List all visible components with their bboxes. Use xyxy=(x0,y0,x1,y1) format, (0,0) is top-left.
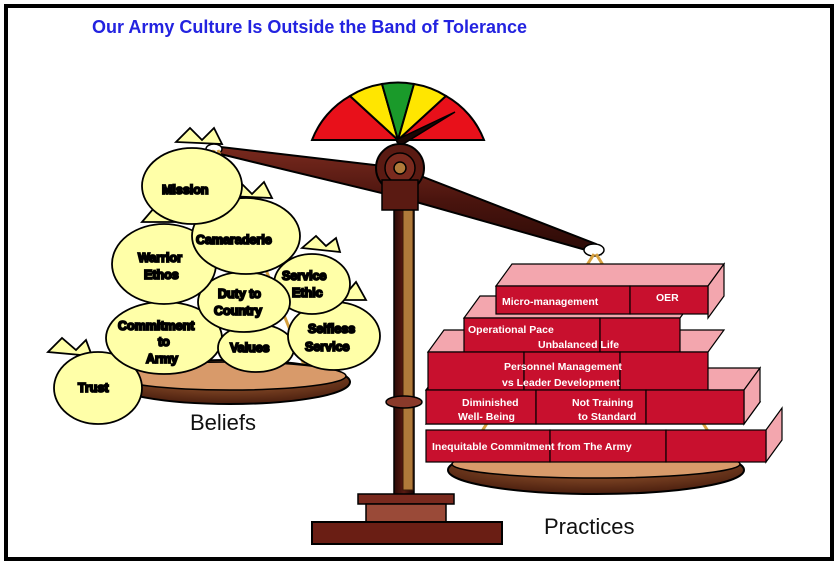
scale-beam xyxy=(205,143,605,257)
brick-inequitable-right xyxy=(665,429,767,463)
bag-service-ethic: Service Ethic xyxy=(273,234,351,315)
brick-label-personnel-2: vs Leader Development xyxy=(502,377,620,389)
bag-label-duty-1: Duty to xyxy=(218,287,261,301)
brick-label-diminished-2: Well- Being xyxy=(458,411,515,423)
bag-label-trust: Trust xyxy=(78,381,109,395)
scale-stand xyxy=(311,149,503,545)
brick-label-operational-pace: Operational Pace xyxy=(468,324,554,336)
brick-label-unbalanced-life: Unbalanced Life xyxy=(538,339,619,351)
brick-row4-right xyxy=(645,389,745,425)
bag-values: Values xyxy=(217,323,295,373)
brick-label-not-training-1: Not Training xyxy=(572,397,633,409)
brick-inequitable-left xyxy=(425,429,551,463)
bag-label-values: Values xyxy=(230,341,270,355)
brick-personnel-mid xyxy=(523,351,621,391)
belief-bags: Trust Commitment to Army Values Selfless… xyxy=(46,126,381,425)
brick-personnel-left xyxy=(427,351,525,391)
beliefs-label: Beliefs xyxy=(190,410,256,435)
brick-personnel-right xyxy=(619,351,709,391)
bag-warrior-ethos: Warrior Ethos xyxy=(111,204,217,305)
brick-label-not-training-2: to Standard xyxy=(578,411,636,423)
brick-label-micro-management: Micro-management xyxy=(502,296,599,308)
brick-diminished xyxy=(425,389,537,425)
brick-label-inequitable: Inequitable Commitment from The Army xyxy=(432,441,632,453)
brick-inequitable-mid xyxy=(549,429,667,463)
bag-label-service-ethic-2: Ethic xyxy=(292,286,323,300)
slide-title: Our Army Culture Is Outside the Band of … xyxy=(92,17,527,37)
bag-label-duty-2: Country xyxy=(214,304,262,318)
bag-duty-to-country: Duty to Country xyxy=(197,271,291,333)
gauge-needle xyxy=(394,111,456,148)
brick-label-personnel-1: Personnel Management xyxy=(504,361,622,373)
bag-trust: Trust xyxy=(46,336,143,425)
bag-label-commitment-3: Army xyxy=(146,352,178,366)
brick-label-oer: OER xyxy=(656,292,679,304)
practices-label: Practices xyxy=(544,514,634,539)
bag-label-warrior-1: Warrior xyxy=(138,251,182,265)
bag-commitment: Commitment to Army xyxy=(105,301,223,375)
bag-label-commitment-2: to xyxy=(158,335,170,349)
bag-label-camaraderie: Camaraderie xyxy=(196,233,272,247)
brick-label-diminished-1: Diminished xyxy=(462,397,519,409)
brick-oer xyxy=(629,285,709,315)
practice-bricks: Micro-management OER Operational Pace Un… xyxy=(424,262,783,464)
bag-label-selfless-2: Service xyxy=(305,340,350,354)
bag-label-mission: Mission xyxy=(162,183,209,197)
bag-label-commitment-1: Commitment xyxy=(118,319,195,333)
bag-label-warrior-2: Ethos xyxy=(144,268,179,282)
bag-mission: Mission xyxy=(141,126,243,225)
bag-label-selfless-1: Selfless xyxy=(308,322,355,336)
brick-unbalanced-life xyxy=(599,317,681,353)
tolerance-gauge xyxy=(310,81,486,148)
brick-micro-management xyxy=(495,285,631,315)
bag-label-service-ethic-1: Service xyxy=(282,269,327,283)
